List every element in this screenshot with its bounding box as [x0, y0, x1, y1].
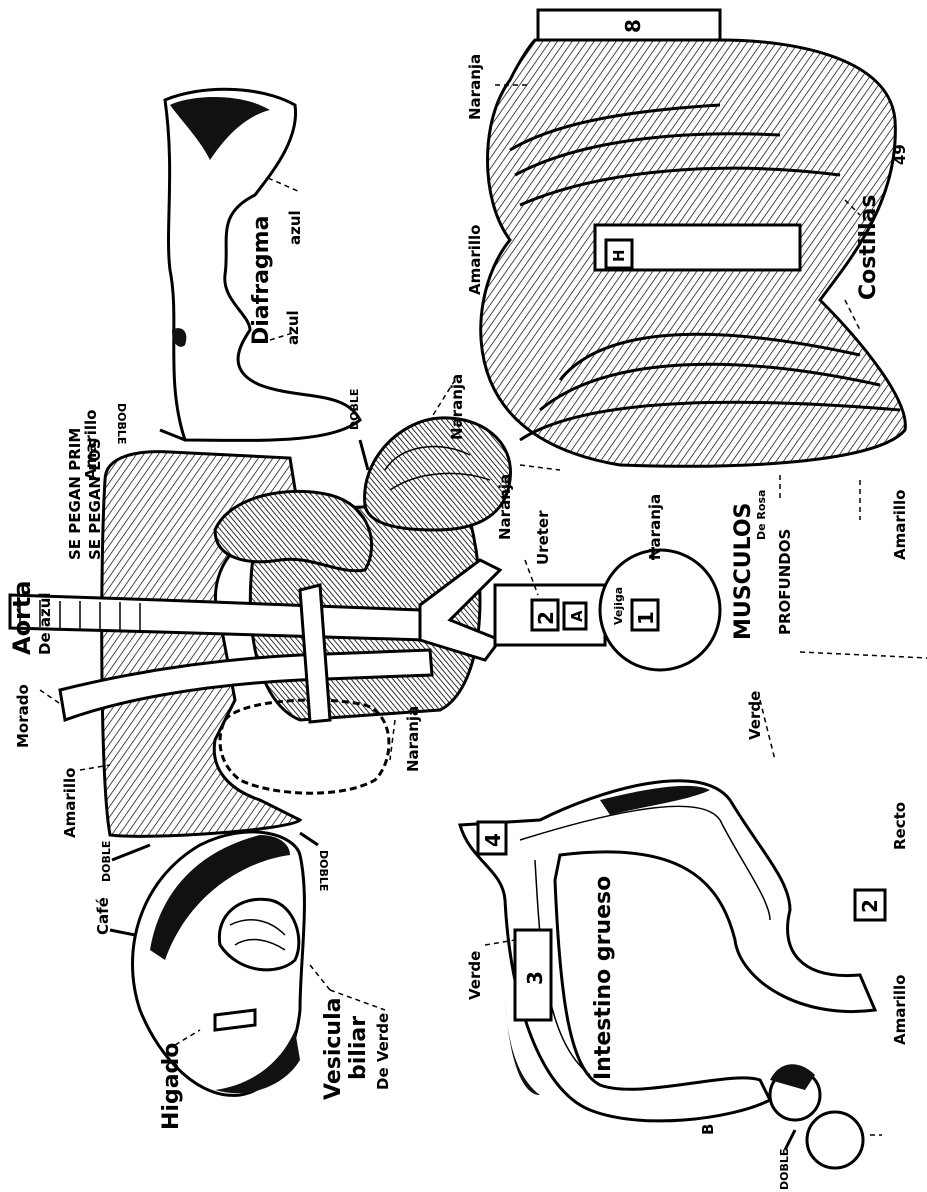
kidney-orange-label-left: Naranja	[404, 706, 422, 772]
gallbladder-line2: biliar	[346, 1016, 371, 1080]
ribcage-tab-8-label: 8	[621, 19, 645, 33]
liver-group: Higado Café DOBLE DOBLE Vesicula biliar …	[94, 832, 392, 1130]
ribcage-yellow-label: Amarillo	[466, 225, 484, 296]
bile-duct	[215, 1010, 255, 1030]
ribcage-name: Costillas	[856, 195, 881, 300]
colon: 4 3 2 B Intestino grueso Verde Verde Rec…	[460, 691, 909, 1190]
kidney-double-label: DOBLE	[348, 389, 361, 430]
ribcage-bottom-orange-label: Naranja	[496, 474, 514, 540]
ureter-label: Ureter	[534, 510, 552, 565]
liver-name: Higado	[159, 1043, 184, 1130]
gallbladder-line1: Vesicula	[321, 998, 346, 1100]
liver-double-top: DOBLE	[100, 841, 113, 882]
diaphragm-double-label: DOBLE	[115, 403, 128, 444]
bladder-tab-A-label: A	[568, 610, 586, 622]
colon-double-label: DOBLE	[778, 1149, 791, 1190]
aorta-color-label: De azul	[36, 592, 54, 655]
gallbladder-color-label: De Verde	[374, 1013, 392, 1090]
diaphragm: Diafragma azul azul DOBLE Amarillo	[82, 89, 360, 480]
bladder-tab-2-label: 2	[534, 611, 558, 625]
aorta-name: Aorta	[8, 580, 36, 655]
liver-double-bottom: DOBLE	[317, 850, 330, 891]
colon-tab-4-label: 4	[481, 833, 505, 847]
vessels-yellow-label: Amarillo	[61, 768, 79, 839]
deep-muscles-line2: PROFUNDOS	[776, 529, 794, 635]
bladder-small-label: Vejiga	[612, 587, 625, 625]
glue-note-line1: SE PEGAN PRIM	[66, 428, 84, 560]
diaphragm-color-label-1: azul	[286, 210, 304, 245]
ribcage-orange-label: Naranja	[466, 54, 484, 120]
diaphragm-name: Diafragma	[249, 216, 274, 345]
cut-line	[800, 652, 927, 658]
colon-green-label-top: Verde	[746, 691, 764, 740]
ribcage: 8 H Costillas Naranja Amarillo Naranja A…	[466, 10, 909, 560]
ribcage-rose-label: De Rosa	[755, 490, 768, 540]
caecum-lower	[807, 1112, 863, 1168]
deep-muscles-line1: MUSCULOS	[731, 503, 756, 640]
colon-tab-3-label: 3	[523, 971, 547, 985]
colon-yellow-label: Amarillo	[891, 975, 909, 1046]
bladder-orange-label: Naranja	[646, 494, 664, 560]
purple-label: Morado	[14, 684, 32, 748]
ribcage-yellow-label-2: Amarillo	[891, 490, 909, 561]
colon-green-label-left: Verde	[466, 951, 484, 1000]
kidney-orange-label-top: Naranja	[448, 374, 466, 440]
liver-color-label: Café	[94, 897, 112, 935]
bladder: 2 A 1 Vejiga Ureter Naranja	[495, 494, 720, 670]
colon-name: Intestino grueso	[591, 876, 616, 1080]
ribcage-tab-H-label: H	[610, 249, 628, 262]
bladder-tab-1-label: 1	[634, 611, 658, 625]
diaphragm-color-label-2: azul	[284, 310, 302, 345]
gallbladder-shape	[219, 899, 298, 970]
colon-tab-B-label: B	[699, 1124, 717, 1135]
colon-rectum-label: Recto	[891, 802, 909, 850]
colon-tab-2-label: 2	[858, 899, 882, 913]
